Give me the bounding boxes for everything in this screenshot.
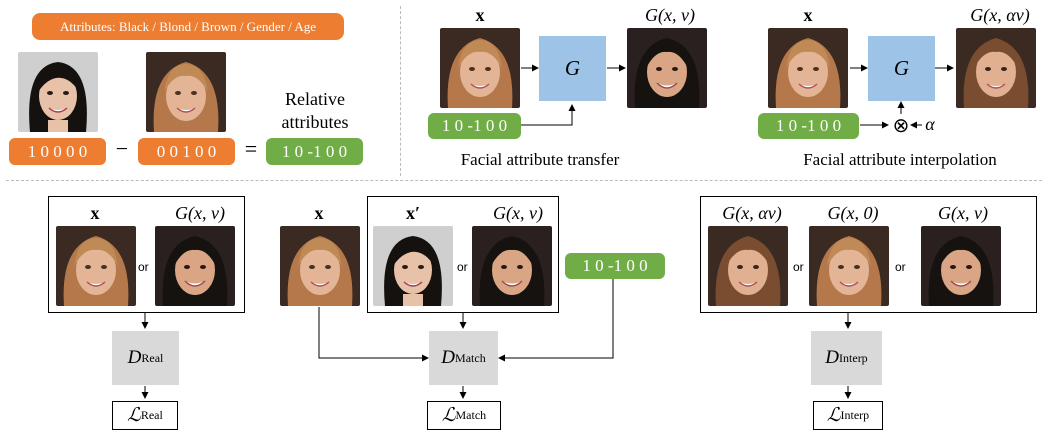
real-face-original <box>56 226 136 306</box>
interp-or-label-2: or <box>895 260 906 274</box>
relative-attributes-label-line2: attributes <box>281 112 349 132</box>
transfer-output-label: G(x, v) <box>645 5 695 25</box>
transfer-code: 1 0 -1 0 0 <box>428 113 521 139</box>
interp-input-label: x <box>803 5 813 25</box>
transfer-generator: G <box>539 36 606 101</box>
brown-hair-code: 0 0 1 0 0 <box>138 138 235 165</box>
black-hair-code: 1 0 0 0 0 <box>9 138 106 165</box>
transfer-caption: Facial attribute transfer <box>460 150 620 169</box>
match-label-gen: G(x, v) <box>493 203 543 223</box>
match-label-xprime: x′ <box>405 203 421 223</box>
relative-attributes-label-line1: Relative <box>285 89 345 109</box>
transfer-input-face <box>440 28 520 108</box>
horizontal-divider <box>6 180 1042 181</box>
interp-output-face <box>956 28 1036 108</box>
equals-operator: = <box>244 136 258 161</box>
transfer-input-label: x <box>475 5 485 25</box>
real-or-label: or <box>138 260 149 274</box>
interp-face-full <box>921 226 1001 306</box>
attributes-tag: Attributes: Black / Blond / Brown / Gend… <box>32 13 344 40</box>
interp-generator: G <box>868 36 935 101</box>
interp-input-face <box>768 28 848 108</box>
interp-or-label-1: or <box>793 260 804 274</box>
interp-label-full: G(x, v) <box>938 203 988 223</box>
alpha-label: α <box>925 114 935 134</box>
multiply-operator: ⊗ <box>892 115 910 137</box>
real-label-gen: G(x, v) <box>175 203 225 223</box>
interp-code: 1 0 -1 0 0 <box>758 113 859 139</box>
match-or-label: or <box>457 260 468 274</box>
interp-face-zero <box>809 226 889 306</box>
real-label-x: x <box>90 203 100 223</box>
match-face-reference <box>373 226 453 306</box>
interp-caption: Facial attribute interpolation <box>803 150 997 169</box>
interp-face-alpha <box>708 226 788 306</box>
match-code: 1 0 -1 0 0 <box>565 253 665 279</box>
top-vertical-divider <box>400 6 401 176</box>
relative-attribute-code: 1 0 -1 0 0 <box>266 138 363 165</box>
interp-label-zero: G(x, 0) <box>827 203 879 223</box>
minus-operator: − <box>115 136 129 161</box>
match-label-x: x <box>314 203 324 223</box>
transfer-output-face <box>627 28 707 108</box>
interp-output-label: G(x, αv) <box>970 5 1030 25</box>
black-hair-face-image <box>18 52 98 132</box>
blond-hair-face-image <box>146 52 226 132</box>
real-face-generated <box>155 226 235 306</box>
interp-label-alpha: G(x, αv) <box>722 203 782 223</box>
match-face-generated <box>472 226 552 306</box>
match-face-original <box>280 226 360 306</box>
